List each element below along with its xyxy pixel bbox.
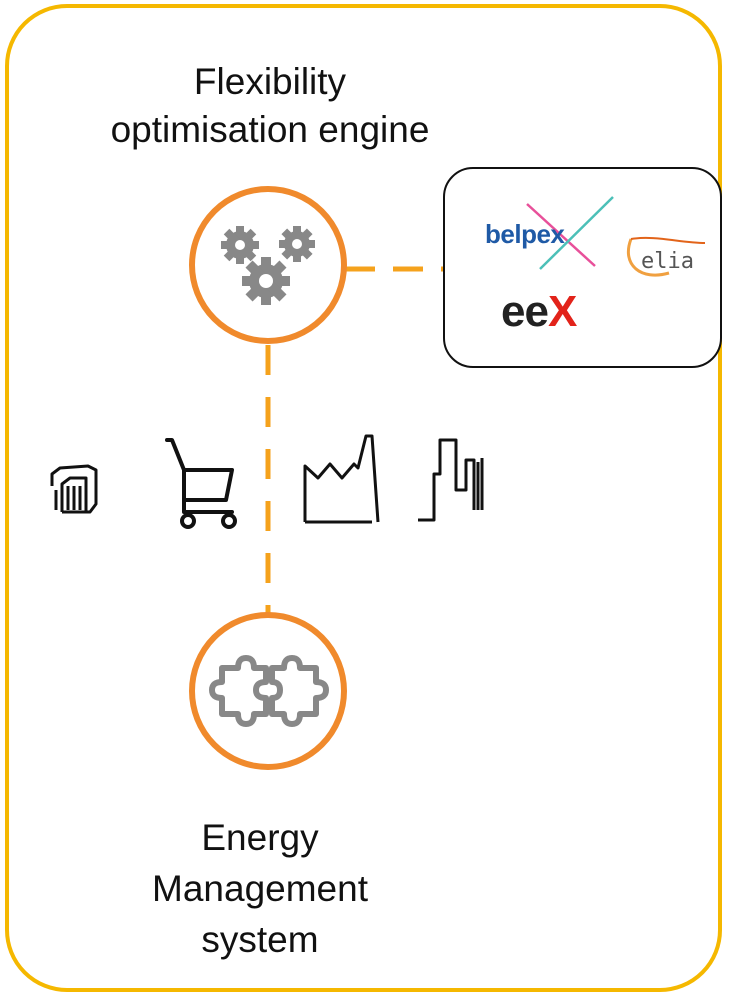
ems-label-line-3: system bbox=[201, 919, 319, 960]
ems-circle bbox=[189, 612, 347, 770]
building-icon bbox=[50, 464, 98, 514]
market-logos-box: belpex elia eeX bbox=[443, 167, 722, 368]
diagram-frame bbox=[5, 4, 722, 992]
engine-title-line-1: Flexibility bbox=[193, 61, 347, 102]
eex-logo: eeX bbox=[501, 287, 577, 337]
factory-icon bbox=[303, 434, 380, 524]
elia-logo: elia bbox=[641, 249, 694, 274]
eex-logo-prefix: ee bbox=[501, 287, 549, 336]
belpex-cross-icon bbox=[526, 196, 706, 277]
gears-icon bbox=[221, 226, 315, 305]
engine-title: Flexibility optimisation engine bbox=[40, 58, 500, 154]
city-skyline-icon bbox=[418, 438, 484, 522]
engine-title-line-2: optimisation engine bbox=[110, 109, 430, 150]
eex-logo-x: X bbox=[547, 287, 577, 336]
ems-label-line-1: Energy bbox=[201, 817, 319, 858]
ems-label: Energy Management system bbox=[80, 812, 440, 965]
puzzle-icon bbox=[209, 655, 329, 727]
shopping-cart-icon bbox=[165, 438, 237, 529]
ems-label-line-2: Management bbox=[152, 868, 368, 909]
belpex-logo: belpex bbox=[485, 219, 565, 249]
